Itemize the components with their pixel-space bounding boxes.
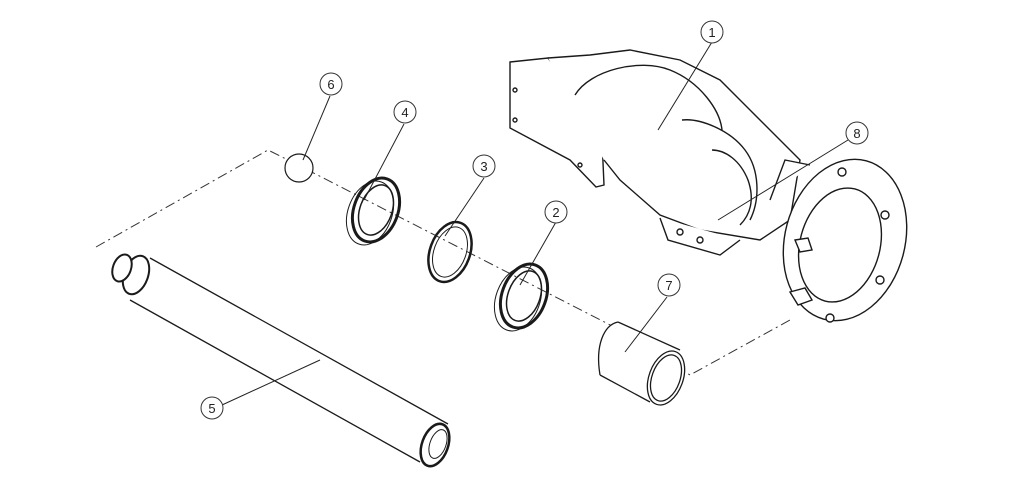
part-4-seal [345,176,402,246]
svg-text:5: 5 [208,401,215,416]
balloon-1: 1 [700,20,724,44]
part-6-ball [284,153,314,183]
svg-text:7: 7 [665,278,672,293]
part-2-seal [493,262,550,332]
svg-text:6: 6 [327,77,334,92]
part-5-shaft [111,253,451,468]
balloon-4: 4 [393,100,417,124]
balloon-3: 3 [472,154,496,178]
part-3-ring [427,220,473,284]
assembly-centerline [95,149,791,376]
balloon-6: 6 [319,72,343,96]
part-7-bushing [597,321,686,406]
svg-text:2: 2 [552,205,559,220]
balloon-2: 2 [544,200,568,224]
balloon-7: 7 [657,273,681,297]
balloon-8: 8 [845,121,869,145]
balloon-5: 5 [200,396,224,420]
svg-text:8: 8 [853,126,860,141]
leader-lines [221,41,849,406]
svg-text:1: 1 [708,25,715,40]
part-1-housing [509,49,908,323]
svg-text:3: 3 [480,159,487,174]
svg-text:4: 4 [401,105,408,120]
